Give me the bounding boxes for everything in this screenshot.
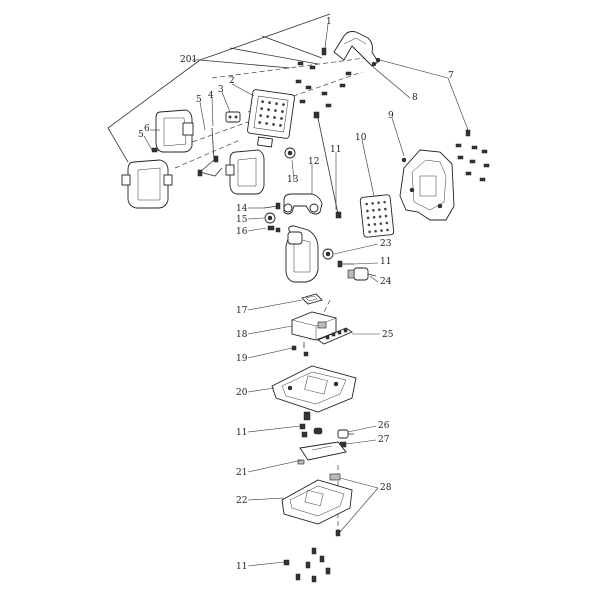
adjust-knob	[284, 147, 296, 159]
rear-housing	[399, 149, 455, 221]
side-handle	[285, 225, 319, 283]
label-6: 6	[144, 124, 150, 134]
label-2: 2	[229, 76, 235, 86]
lamp-frame-lower-left	[121, 159, 173, 209]
label-28: 28	[380, 483, 392, 493]
label-22: 22	[236, 496, 247, 506]
label-12: 12	[308, 157, 319, 167]
label-18: 18	[236, 330, 248, 340]
label-11-mid: 11	[380, 257, 391, 267]
gasket	[301, 293, 323, 305]
label-15: 15	[236, 215, 248, 225]
label-7: 7	[448, 71, 454, 81]
base-upper-housing	[271, 365, 357, 421]
base-lower-housing	[281, 473, 353, 525]
lamp-frame-center	[225, 149, 265, 195]
label-8: 8	[412, 93, 418, 103]
bolt-14	[263, 202, 281, 210]
label-21: 21	[236, 468, 247, 478]
label-16: 16	[236, 227, 248, 237]
label-10: 10	[355, 133, 367, 143]
screw-set-top	[295, 61, 352, 108]
label-20: 20	[236, 388, 248, 398]
mounting-bracket	[283, 193, 323, 215]
lamp-frame-upper-left	[155, 109, 194, 153]
label-4: 4	[208, 91, 214, 101]
circuit-board	[297, 427, 347, 465]
knob-15	[264, 212, 276, 224]
screw-11-lower	[299, 423, 308, 438]
lens-clip	[225, 111, 241, 123]
label-5-upper: 5	[196, 95, 202, 105]
label-201: 201	[180, 55, 197, 65]
driver-module	[291, 311, 337, 348]
label-27: 27	[378, 435, 390, 445]
fuse-holder	[337, 429, 354, 439]
label-5-lower: 5	[138, 130, 144, 140]
leader-lines	[143, 23, 469, 567]
top-handle	[321, 31, 381, 67]
label-11-bottom: 11	[236, 562, 247, 572]
screw-19	[291, 345, 309, 357]
label-1: 1	[326, 17, 332, 27]
led-panel-right	[359, 194, 395, 238]
label-14: 14	[236, 204, 248, 214]
label-25: 25	[382, 330, 394, 340]
nut-23	[322, 248, 334, 260]
led-panel-rear	[247, 89, 295, 148]
label-24: 24	[380, 277, 392, 287]
screw-set-right	[455, 129, 490, 182]
label-19: 19	[236, 354, 248, 364]
screw-set-bottom	[283, 529, 341, 583]
label-17: 17	[236, 306, 248, 316]
label-9: 9	[388, 111, 394, 121]
callout-labels: 201 1 2 3 4 5 5 6 7 8 9 10 11 12 13 14 1…	[138, 17, 454, 572]
screw-11-mid	[337, 260, 354, 268]
rod-screw-upper	[313, 111, 342, 219]
wire-harness	[197, 127, 223, 177]
label-26: 26	[378, 421, 390, 431]
label-11-upper: 11	[330, 145, 341, 155]
washer-16	[267, 225, 281, 233]
label-3: 3	[218, 85, 224, 95]
label-13: 13	[287, 175, 299, 185]
rotary-switch	[347, 267, 377, 281]
terminal-strip	[317, 327, 353, 345]
label-23: 23	[380, 239, 392, 249]
label-11-lower: 11	[236, 428, 247, 438]
